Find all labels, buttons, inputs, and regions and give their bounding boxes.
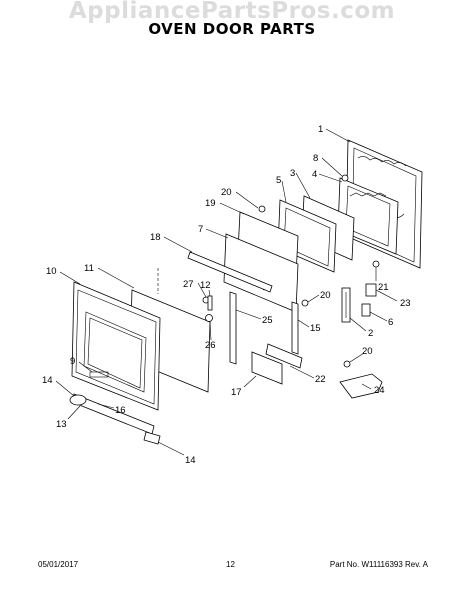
part-screw-12: [207, 295, 213, 311]
part-screw-8: [341, 174, 349, 182]
callout-4: 4: [312, 169, 317, 180]
callout-labels: 1 8 3 4 5 20 19 7 18 21 23 6 20 2 15 25 …: [42, 124, 411, 466]
callout-2: 2: [368, 328, 373, 339]
footer-part-number: Part No. W11116393 Rev. A: [329, 560, 428, 569]
callout-15: 15: [310, 323, 321, 334]
callout-26: 26: [205, 340, 216, 351]
callout-18: 18: [150, 232, 161, 243]
page-title: OVEN DOOR PARTS: [148, 20, 316, 38]
footer-date: 05/01/2017: [38, 560, 79, 569]
callout-21: 21: [378, 282, 389, 293]
callout-13: 13: [56, 419, 67, 430]
part-screw-20-low: [343, 360, 351, 368]
part-outer-door: [71, 281, 161, 411]
part-spacer-26: [205, 314, 213, 322]
part-clip-23: [365, 283, 377, 297]
callout-20-low: 20: [362, 346, 373, 357]
callout-12: 12: [200, 280, 211, 291]
callout-11: 11: [84, 263, 94, 274]
callout-5: 5: [276, 175, 281, 186]
part-vertical-strip-25: [229, 291, 237, 365]
part-clip-6: [361, 303, 371, 317]
callout-6: 6: [388, 317, 393, 328]
callout-1: 1: [318, 124, 323, 135]
callout-19: 19: [205, 198, 216, 209]
callout-16: 16: [115, 405, 126, 416]
callout-25: 25: [262, 315, 273, 326]
callout-27: 27: [183, 279, 194, 290]
part-hinge-receiver-24: [339, 373, 383, 399]
callout-9: 9: [70, 356, 75, 367]
footer-page-number: 12: [226, 560, 235, 569]
part-screw-20-mid: [301, 299, 309, 307]
part-bar-22: [265, 343, 303, 369]
callout-14-left: 14: [42, 375, 53, 386]
part-screw-21: [372, 260, 380, 268]
callout-14-right: 14: [185, 455, 196, 466]
part-hinge-2: [341, 287, 351, 323]
callout-20-mid: 20: [320, 290, 331, 301]
part-hinge-bracket-15: [291, 301, 299, 355]
callout-17: 17: [231, 387, 242, 398]
callout-10: 10: [46, 266, 57, 277]
callout-22: 22: [315, 374, 326, 385]
part-vent-17: [251, 351, 283, 385]
callout-7: 7: [198, 224, 203, 235]
part-strip-18: [187, 251, 273, 293]
callout-23: 23: [400, 298, 411, 309]
part-screw-20-top: [258, 205, 266, 213]
callout-8: 8: [313, 153, 318, 164]
callout-20-top: 20: [221, 187, 232, 198]
callout-3: 3: [290, 168, 295, 179]
watermark: AppliancePartsPros.com: [68, 0, 396, 24]
callout-24: 24: [374, 385, 385, 396]
part-door-handle: [69, 393, 161, 445]
